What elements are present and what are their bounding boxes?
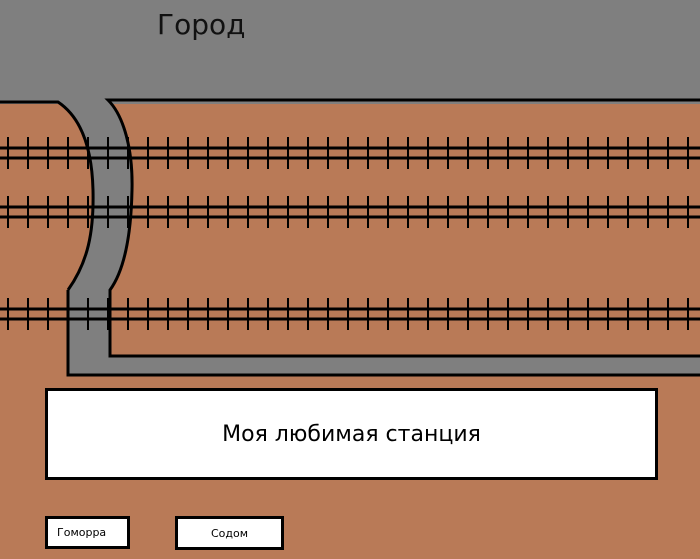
station-label: Моя любимая станция — [222, 421, 481, 447]
city-label: Город — [157, 8, 246, 41]
building-sodom: Содом — [175, 516, 284, 550]
building-sodom-label: Содом — [210, 526, 249, 540]
railway-tracks — [0, 137, 700, 330]
building-gomorrah-label: Гоморра — [57, 526, 107, 539]
building-gomorrah: Гоморра — [45, 516, 130, 549]
tunnel-left-edge — [0, 100, 95, 291]
city-area — [0, 0, 700, 99]
tunnel-right-edge — [104, 98, 700, 358]
station-building: Моя любимая станция — [45, 388, 658, 480]
tunnel-platform — [0, 99, 700, 375]
